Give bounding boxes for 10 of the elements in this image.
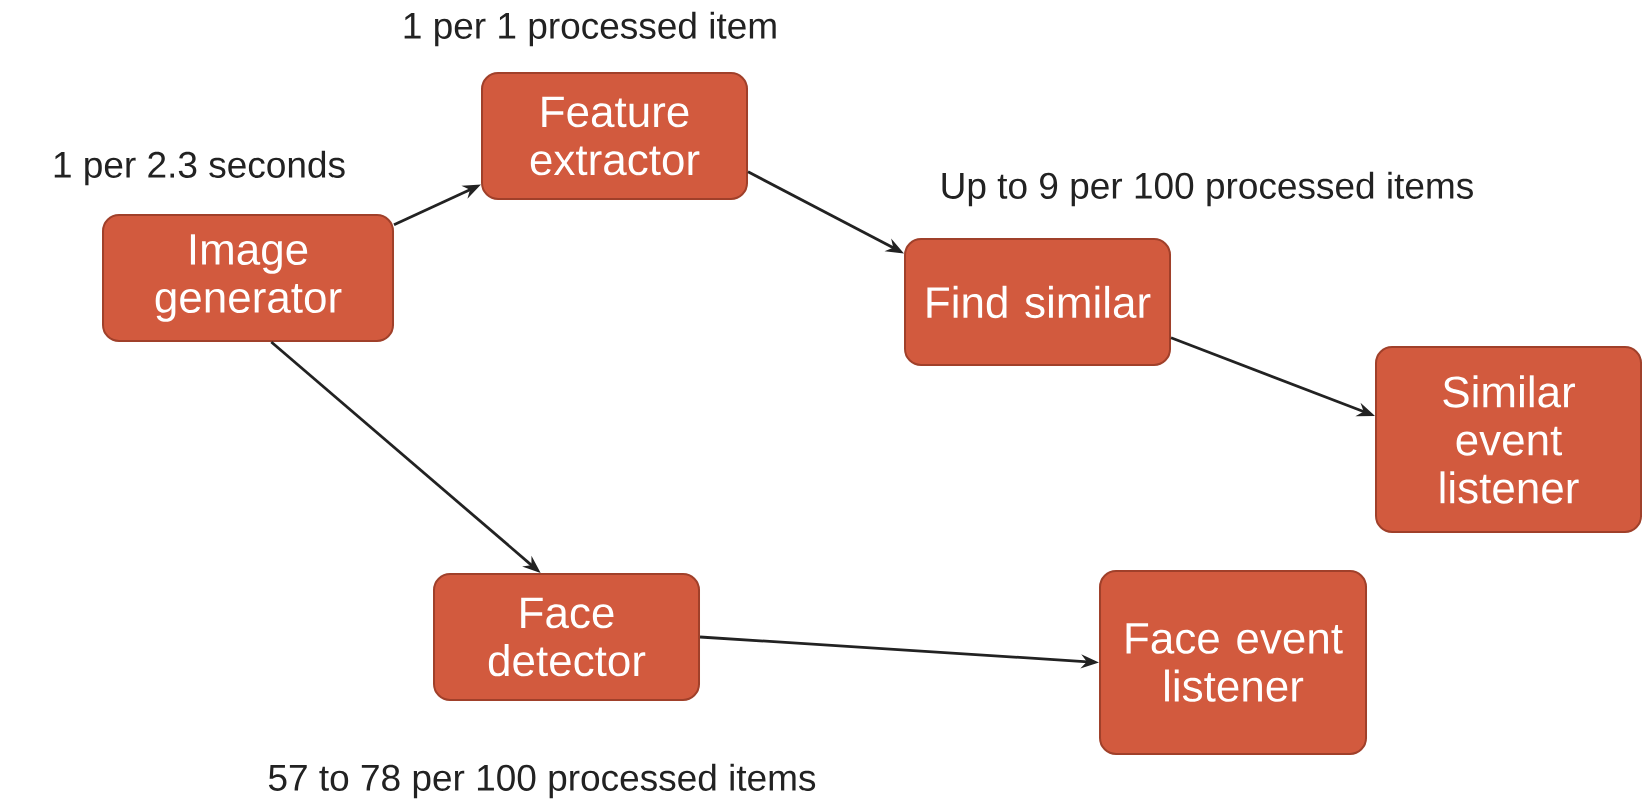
rate-label: 57 to 78 per 100 processed items (268, 763, 816, 799)
process-box: Feature extractor (481, 72, 748, 200)
process-box: Image generator (102, 214, 394, 342)
process-box: Face event listener (1099, 570, 1367, 755)
process-box: Face detector (433, 573, 700, 701)
rate-label: 1 per 1 processed item (404, 11, 776, 47)
rate-label: Up to 9 per 100 processed items (942, 171, 1473, 207)
process-box: Find similar (904, 238, 1171, 366)
rate-label: 1 per 2.3 seconds (54, 150, 345, 186)
process-box: Similar event listener (1375, 346, 1642, 533)
